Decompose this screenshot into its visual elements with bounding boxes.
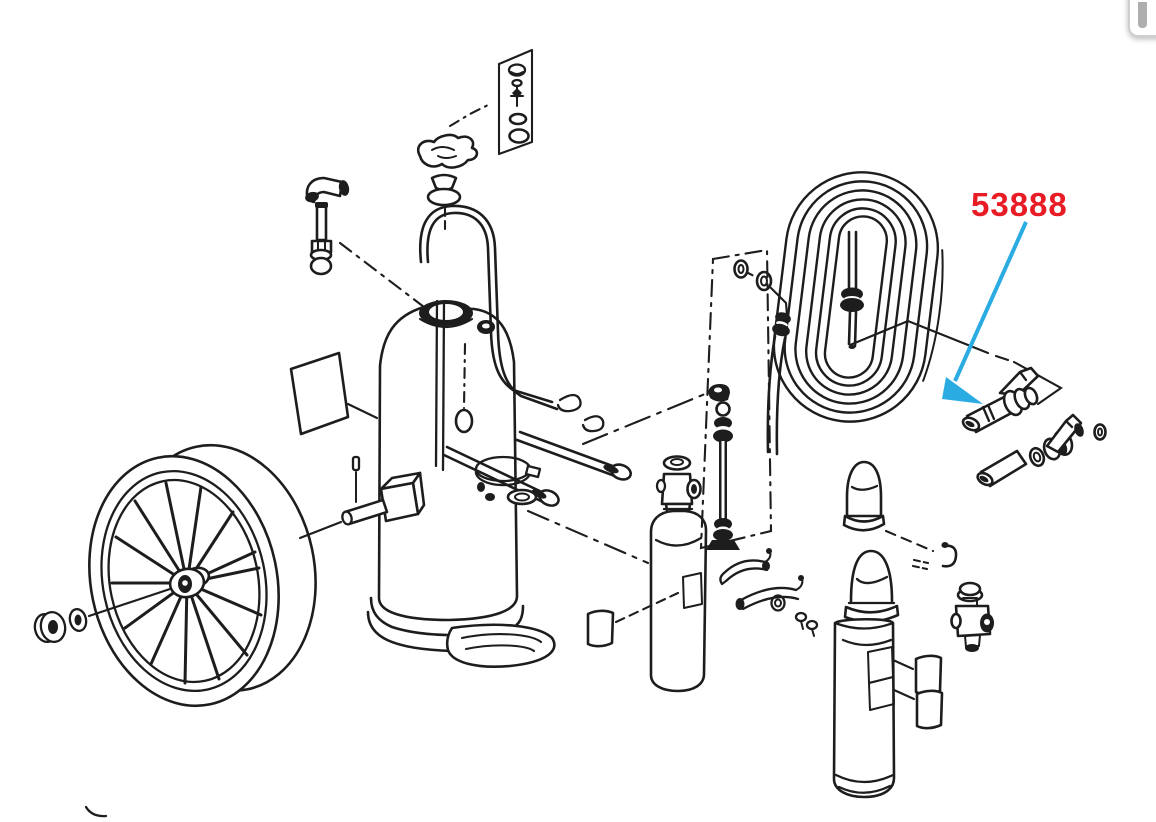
screw bbox=[805, 619, 819, 631]
callout-arrowhead bbox=[942, 377, 983, 404]
elbow-fitting bbox=[305, 176, 426, 309]
grommet bbox=[454, 408, 474, 434]
label-position bbox=[868, 676, 895, 711]
o-ring bbox=[508, 112, 528, 126]
dip-tube bbox=[434, 299, 474, 472]
wheel bbox=[88, 443, 317, 708]
hub-cap bbox=[33, 587, 172, 644]
cylinder-valve bbox=[950, 581, 994, 652]
o-ring bbox=[733, 259, 749, 279]
pipe-nipple bbox=[315, 204, 328, 242]
handle-hook-2 bbox=[581, 415, 605, 433]
valve-protection-cap bbox=[842, 460, 958, 571]
o-ring bbox=[508, 128, 530, 144]
label-position bbox=[682, 572, 703, 609]
flexible-hose-assembly bbox=[699, 248, 789, 550]
coiled-discharge-hose bbox=[766, 171, 1063, 456]
leader-line bbox=[581, 392, 707, 446]
instruction-label bbox=[914, 654, 943, 696]
instruction-label bbox=[586, 609, 615, 648]
nitrogen-cylinder bbox=[832, 549, 944, 799]
siphon-tubes bbox=[442, 430, 632, 507]
cap-gasket bbox=[426, 187, 462, 207]
wing-handle bbox=[416, 133, 479, 169]
washer bbox=[1028, 446, 1046, 468]
corner-mark bbox=[84, 805, 108, 818]
o-ring bbox=[755, 270, 773, 292]
valve-stem-screw bbox=[512, 88, 522, 99]
nameplate bbox=[289, 351, 379, 436]
instruction-label bbox=[915, 689, 944, 730]
scrollbar-thumb[interactable] bbox=[1138, 2, 1147, 28]
floating-panel-corner bbox=[1128, 0, 1156, 37]
tank bbox=[366, 300, 556, 668]
callout-53888: 53888 bbox=[942, 186, 1068, 404]
cap-parts-panel bbox=[497, 48, 534, 156]
screw bbox=[794, 611, 808, 623]
clip bbox=[941, 544, 958, 568]
hose-end-coupling bbox=[840, 230, 864, 349]
valve-handwheel bbox=[662, 455, 692, 471]
nozzle-valve-assembly bbox=[976, 413, 1107, 488]
detail-panel bbox=[699, 248, 773, 550]
mounting-brackets bbox=[719, 548, 819, 637]
hose-inlet-fitting bbox=[766, 312, 791, 456]
callout-arrow-shaft bbox=[953, 221, 1028, 382]
o-ring bbox=[1093, 423, 1107, 441]
gasket bbox=[506, 488, 538, 506]
hose-nozzle bbox=[961, 366, 1040, 434]
axle-pin bbox=[351, 455, 361, 472]
handle-hook bbox=[556, 393, 582, 413]
leader-line bbox=[526, 509, 650, 565]
axle-assembly bbox=[298, 455, 426, 540]
part-number-callout: 53888 bbox=[971, 186, 1068, 223]
fill-cap-assembly bbox=[416, 101, 494, 231]
hose-elbow bbox=[708, 384, 730, 402]
co2-cartridge bbox=[586, 455, 708, 693]
o-ring bbox=[770, 594, 786, 612]
tank-handle bbox=[418, 204, 605, 433]
